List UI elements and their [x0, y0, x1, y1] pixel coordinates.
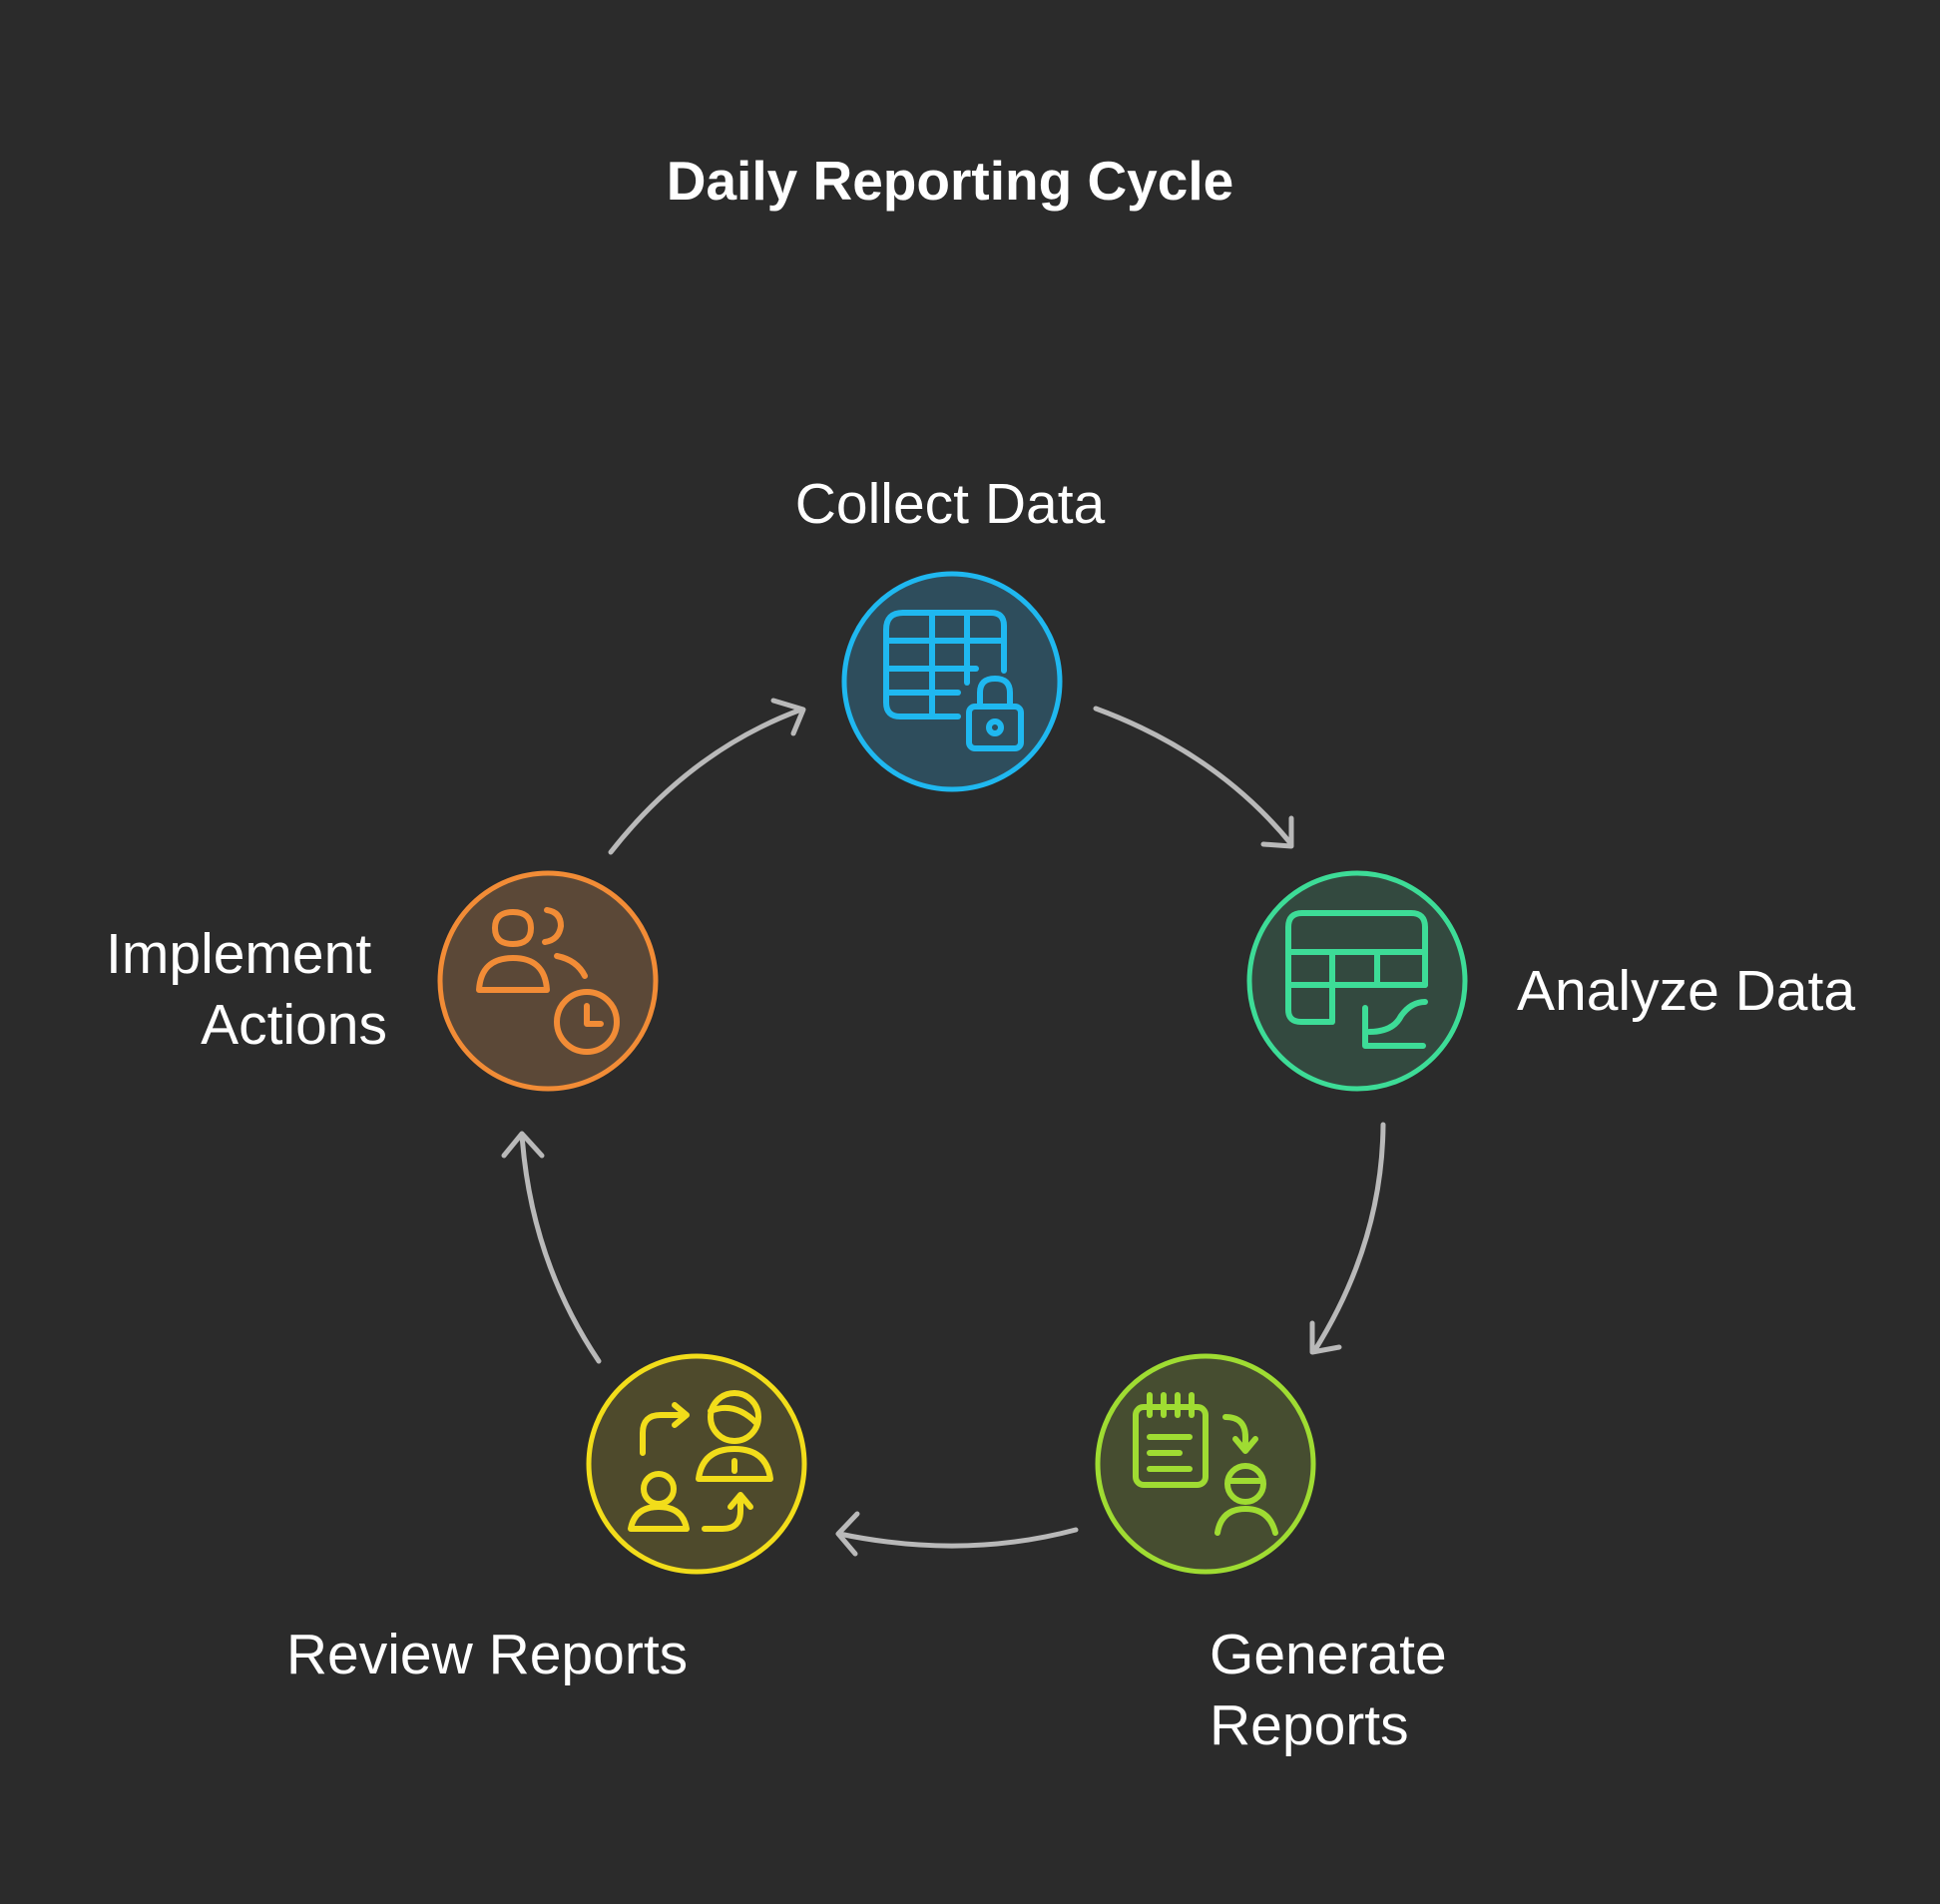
- step-label-line: Analyze Data: [1517, 959, 1855, 1023]
- step-label: Generate Reports: [1210, 1623, 1463, 1757]
- step-label: Review Reports: [286, 1623, 688, 1686]
- table-chart-icon: [1285, 910, 1428, 1049]
- diagram-title: Daily Reporting Cycle: [667, 150, 1233, 212]
- step-label-line: Reports: [1210, 1693, 1409, 1757]
- step-analyze-data: Analyze Data: [1246, 870, 1855, 1092]
- people-exchange-icon: [628, 1390, 773, 1532]
- step-circle: [1246, 870, 1468, 1092]
- arrow-generate-to-review: [835, 1511, 1079, 1557]
- arrow-collect-to-analyze: [1093, 706, 1294, 849]
- step-collect-data: Collect Data: [795, 472, 1106, 792]
- step-label-line: Review Reports: [286, 1623, 688, 1686]
- step-circle: [586, 1353, 807, 1575]
- step-label-line: Implement: [106, 922, 371, 986]
- arrow-implement-to-collect: [608, 698, 806, 855]
- step-circle: [841, 571, 1063, 792]
- step-implement-actions: Implement Actions: [106, 870, 659, 1092]
- step-label: Implement Actions: [106, 922, 387, 1057]
- cycle-arrows: [501, 698, 1386, 1557]
- step-review-reports: Review Reports: [286, 1353, 807, 1686]
- arrow-analyze-to-generate: [1309, 1122, 1386, 1355]
- users-clock-icon: [476, 907, 620, 1055]
- notepad-user-icon: [1133, 1392, 1278, 1536]
- arrow-review-to-implement: [501, 1131, 602, 1364]
- step-label-line: Generate: [1210, 1623, 1447, 1686]
- step-label-line: Actions: [201, 993, 387, 1057]
- step-label: Collect Data: [795, 472, 1106, 536]
- step-label-line: Collect Data: [795, 472, 1106, 536]
- step-label: Analyze Data: [1517, 959, 1855, 1023]
- table-lock-icon: [883, 610, 1024, 751]
- step-generate-reports: Generate Reports: [1095, 1353, 1463, 1757]
